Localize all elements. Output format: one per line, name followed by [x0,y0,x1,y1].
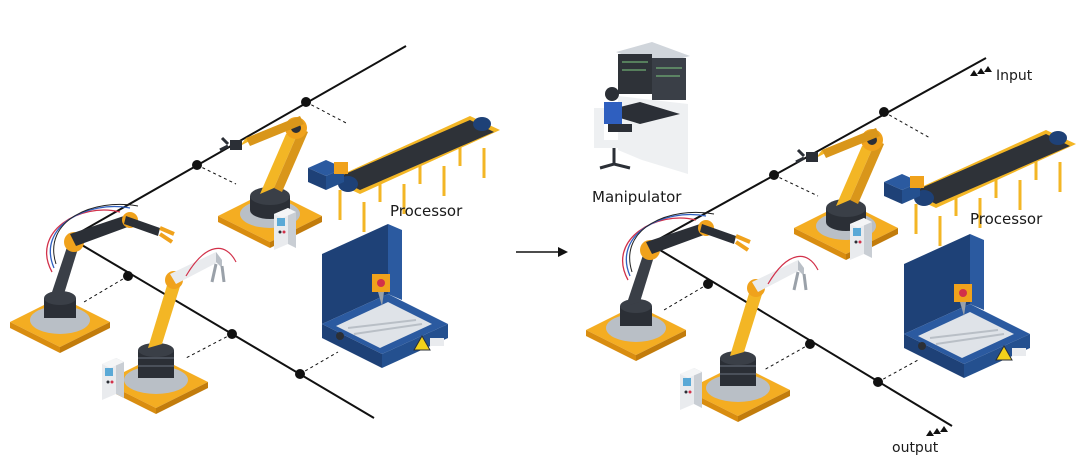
node [192,160,202,170]
robot-arm-icon [792,126,900,262]
manipulator-label: Manipulator [592,188,682,206]
operator-desk-icon [594,42,690,174]
cnc-machine-icon [321,223,449,369]
control-panel-icon [680,368,702,410]
node [301,97,311,107]
left-scene: Processor [8,45,502,419]
node [703,279,713,289]
robot-arm-icon [584,210,752,363]
input-label: Input [996,68,1033,84]
arrow-right-icon [516,247,568,257]
node [123,271,133,281]
robot-arm-icon [8,202,176,355]
output-label: output [892,440,939,456]
conveyor-icon [882,128,1078,248]
control-panel-icon [274,208,296,250]
control-panel-icon [102,358,124,400]
node [295,369,305,379]
node [769,170,779,180]
robot-arm-icon [216,114,324,250]
lower-line-left [69,237,375,419]
processor-label: Processor [390,202,463,220]
control-panel-icon [850,218,872,260]
chevron-triple-icon [926,426,948,436]
node [873,377,883,387]
cnc-machine-icon [903,233,1031,379]
node [879,107,889,117]
node [805,339,815,349]
processor-label: Processor [970,210,1043,228]
node [227,329,237,339]
lower-line-right [649,243,953,427]
right-scene: Manipulator Input Processor outp [584,42,1078,456]
chevron-triple-icon [970,66,992,76]
